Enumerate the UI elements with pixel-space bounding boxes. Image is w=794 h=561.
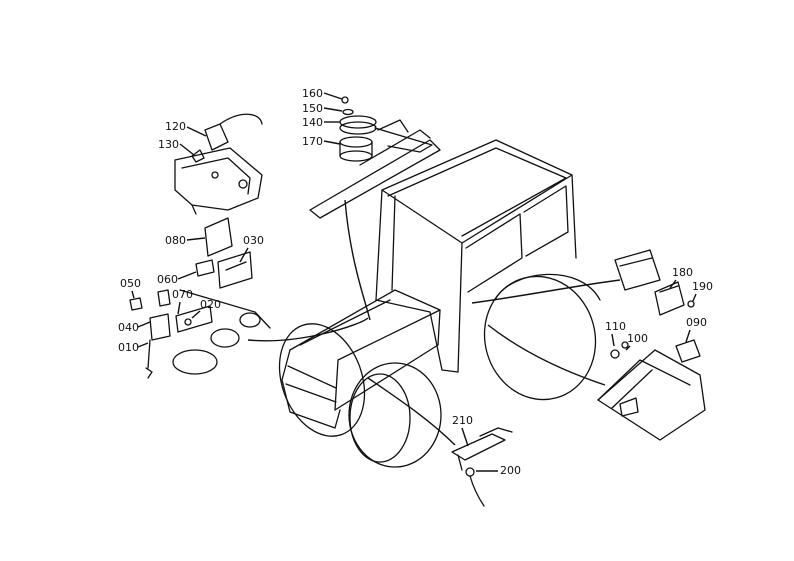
callout-130: 130 <box>158 138 179 151</box>
tool-box-assembly <box>597 339 706 441</box>
callout-010: 010 <box>118 341 139 354</box>
callout-020: 020 <box>200 298 221 311</box>
leader-lines <box>247 199 621 446</box>
switch-assembly <box>129 289 261 379</box>
callout-180: 180 <box>672 266 693 279</box>
callout-030: 030 <box>243 234 264 247</box>
callout-120: 120 <box>165 120 186 133</box>
callout-100: 100 <box>627 332 648 345</box>
callout-160: 160 <box>302 87 323 100</box>
callout-210: 210 <box>452 414 473 427</box>
right-relay-assembly <box>614 249 695 316</box>
callout-040: 040 <box>118 321 139 334</box>
callout-140: 140 <box>302 116 323 129</box>
callout-110: 110 <box>605 320 626 333</box>
callout-150: 150 <box>302 102 323 115</box>
hydraulic-pump-assembly <box>174 113 263 215</box>
callout-190: 190 <box>692 280 713 293</box>
callout-060: 060 <box>157 273 178 286</box>
callout-070: 070 <box>172 288 193 301</box>
callout-200: 200 <box>500 464 521 477</box>
callout-170: 170 <box>302 135 323 148</box>
relay-bracket-assembly <box>179 217 271 329</box>
callout-050: 050 <box>120 277 141 290</box>
callout-090: 090 <box>686 316 707 329</box>
gauge-stack-assembly <box>339 96 433 162</box>
sensor-assembly <box>451 427 513 507</box>
callout-labels: 010 020 030 040 050 060 070 080 090 100 … <box>118 87 713 477</box>
callout-080: 080 <box>165 234 186 247</box>
tractor-outline <box>278 129 601 468</box>
